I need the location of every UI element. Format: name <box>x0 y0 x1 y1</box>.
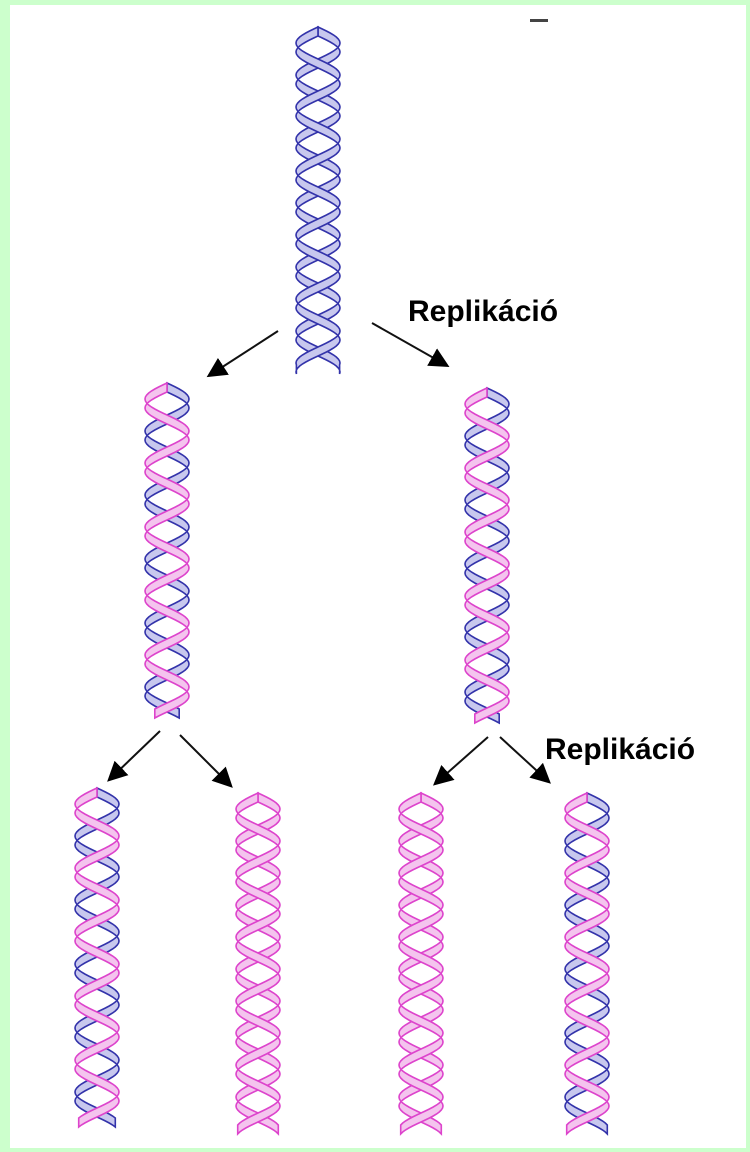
dna-helix-parent-1 <box>296 27 340 374</box>
dna-helix-first-generation-2 <box>465 388 509 723</box>
dna-helix-second-generation-4 <box>565 793 609 1134</box>
dna-helix-second-generation-1 <box>75 788 119 1127</box>
arrow-left-to-1 <box>110 731 160 779</box>
arrow-parent-to-right <box>372 323 446 365</box>
dna-replication-diagram <box>10 5 746 1148</box>
dna-helix-first-generation-1 <box>145 383 189 718</box>
arrow-right-to-4 <box>500 737 548 781</box>
dna-helix-second-generation-2 <box>236 793 280 1134</box>
dna-helix-second-generation-3 <box>399 793 443 1134</box>
replication-label-top: Replikáció <box>408 295 558 329</box>
replication-label-bottom: Replikáció <box>545 733 695 767</box>
arrow-right-to-3 <box>436 737 488 783</box>
arrow-left-to-2 <box>180 735 230 785</box>
diagram-canvas: Replikáció Replikáció <box>10 5 746 1148</box>
arrow-parent-to-left <box>210 331 278 375</box>
